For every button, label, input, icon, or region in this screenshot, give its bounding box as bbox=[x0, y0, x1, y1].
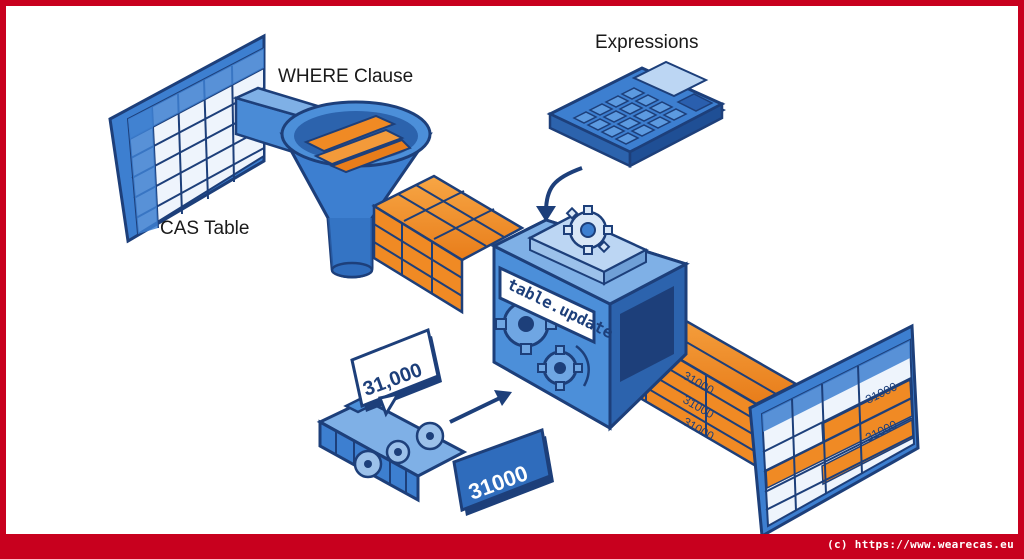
gear-icon bbox=[563, 205, 613, 255]
gear-icon bbox=[537, 345, 583, 391]
output-value-badge: 31000 bbox=[452, 427, 554, 516]
gear-icon bbox=[385, 439, 411, 465]
cas-table-grid bbox=[108, 33, 266, 244]
result-table-grid: 31000 31000 bbox=[748, 323, 920, 534]
where-clause-funnel bbox=[279, 100, 433, 279]
filtered-data-stream bbox=[371, 174, 525, 315]
input-value-bubble: 31,000 bbox=[350, 327, 442, 418]
diagram-svg: table.update 31000 31000 31000 31000 310… bbox=[108, 33, 920, 534]
rotation-arrow-icon bbox=[575, 344, 590, 387]
gear-icon bbox=[353, 449, 383, 479]
expressions-label: Expressions bbox=[595, 32, 699, 53]
copyright-text: (c) https://www.wearecas.eu bbox=[827, 538, 1014, 551]
where-clause-label: WHERE Clause bbox=[278, 66, 414, 87]
cas-table-label: CAS Table bbox=[160, 218, 250, 239]
footer-bar: (c) https://www.wearecas.eu bbox=[0, 534, 1024, 559]
diagram-canvas: table.update 31000 31000 31000 31000 310… bbox=[6, 6, 1018, 534]
conversion-arrow-icon bbox=[449, 390, 512, 424]
expression-input-arrow bbox=[536, 166, 583, 222]
calculator-icon bbox=[546, 60, 726, 169]
gear-icon bbox=[415, 421, 445, 451]
